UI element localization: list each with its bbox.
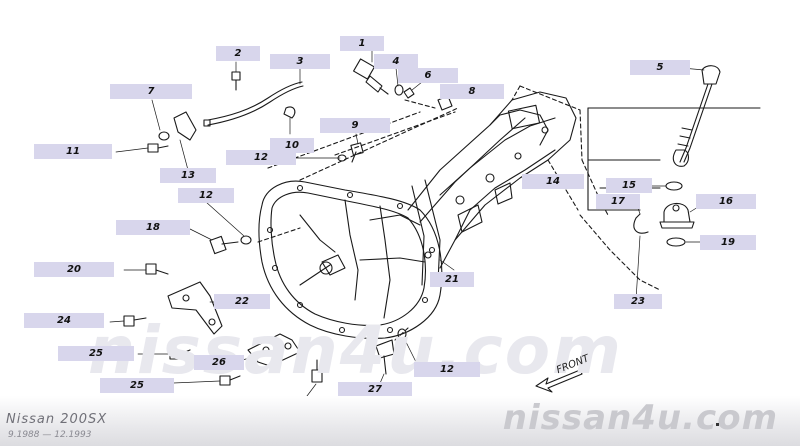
callout-4: 4 <box>374 54 418 69</box>
callout-17: 17 <box>596 194 640 209</box>
callout-3: 3 <box>270 54 330 69</box>
brand-watermark: nissan4u.com <box>502 398 778 438</box>
callout-5: 5 <box>630 60 690 75</box>
callout-12-left: 12 <box>178 188 234 203</box>
part-7-washer <box>158 131 170 141</box>
callout-11: 11 <box>34 144 112 159</box>
callout-12-lower: 12 <box>414 362 480 377</box>
part-6-nut <box>403 87 415 99</box>
part-4-washer <box>394 84 404 96</box>
callout-20-upper: 20 <box>34 262 114 277</box>
part-27-stud <box>375 339 395 375</box>
callout-6: 6 <box>398 68 458 83</box>
callout-12-upper: 12 <box>226 150 296 165</box>
callout-9: 9 <box>320 118 390 133</box>
part-13-bracket <box>173 111 197 141</box>
shift-lever <box>672 65 721 167</box>
callout-25-upper: 25 <box>58 346 134 361</box>
part-2-bolt <box>231 71 241 91</box>
watermark-mid: nissan4u.com <box>88 312 623 389</box>
part-26-bracket <box>247 333 301 367</box>
callout-15: 15 <box>606 178 652 193</box>
part-16-housing <box>659 202 695 229</box>
part-3-hose <box>207 81 303 121</box>
callout-8: 8 <box>440 84 504 99</box>
callout-22: 22 <box>214 294 270 309</box>
callout-21: 21 <box>430 272 474 287</box>
callout-16: 16 <box>696 194 756 209</box>
group-bracket <box>587 107 607 211</box>
callout-25-lower: 25 <box>100 378 174 393</box>
callout-26: 26 <box>194 355 244 370</box>
guide-lines <box>257 85 661 341</box>
callout-1: 1 <box>340 36 384 51</box>
part-20-bolt-b <box>311 359 323 383</box>
callout-2: 2 <box>216 46 260 61</box>
callout-14: 14 <box>522 174 584 189</box>
callout-18: 18 <box>116 220 190 235</box>
part-18-bolt <box>209 235 239 255</box>
callout-19: 19 <box>700 235 756 250</box>
part-10-clip <box>283 106 296 119</box>
part-20-bolt-a <box>145 263 169 275</box>
callout-27: 27 <box>338 382 412 397</box>
part-17-clip <box>633 213 649 234</box>
model-name: Nissan 200SX <box>6 412 108 427</box>
part-9-bolt <box>350 142 364 163</box>
transmission-housing <box>258 180 443 339</box>
dot-mark <box>716 423 719 426</box>
part-22-bracket <box>167 281 223 335</box>
callout-23: 23 <box>614 294 662 309</box>
part-25-bolt-b <box>219 375 241 386</box>
callout-13: 13 <box>160 168 216 183</box>
footer-band <box>0 396 800 446</box>
callout-10: 10 <box>270 138 314 153</box>
callout-24: 24 <box>24 313 104 328</box>
production-years: 9.1988 — 12.1993 <box>8 430 92 440</box>
part-25-bolt-a <box>169 349 191 360</box>
part-15-ring <box>665 181 683 191</box>
part-19-ring <box>666 237 686 247</box>
front-arrow <box>535 369 583 393</box>
callout-7: 7 <box>110 84 192 99</box>
part-1-switch <box>353 58 389 95</box>
part-11-bolt <box>147 143 169 153</box>
transmission-case <box>407 91 577 286</box>
